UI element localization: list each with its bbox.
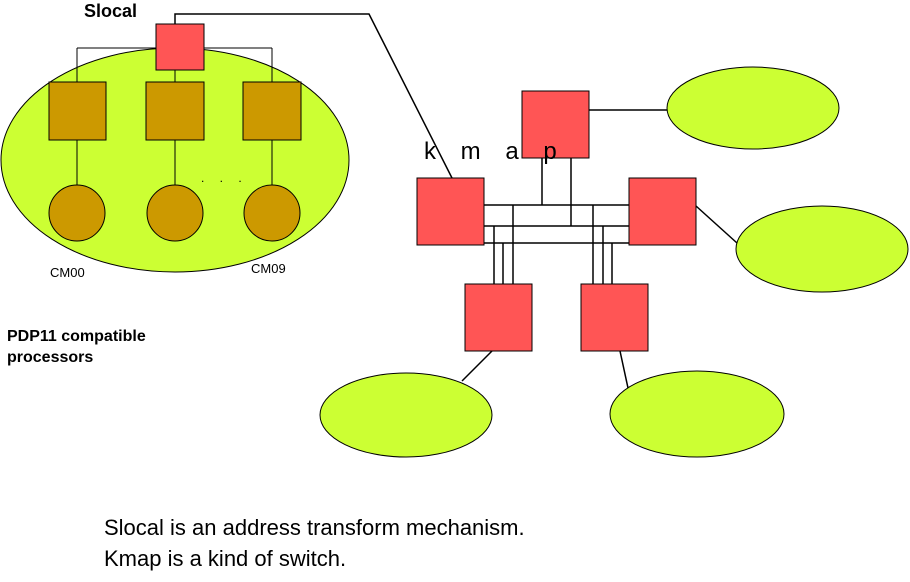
group-label-line1: PDP11 compatible	[7, 328, 146, 345]
processor-unit	[48, 81, 107, 141]
slocal-switch	[155, 23, 205, 71]
ellipsis-label: . . .	[201, 171, 248, 185]
kmap-switch-left	[416, 177, 485, 246]
processor-unit	[145, 81, 205, 141]
cluster-links	[461, 109, 738, 389]
memory-unit	[146, 184, 204, 242]
kmap-switch-bottom-left	[464, 283, 533, 352]
cluster-node-right	[735, 205, 909, 293]
memory-unit-cm09	[243, 184, 301, 242]
caption-line-2: Kmap is a kind of switch.	[104, 546, 347, 571]
group-label-line2: processors	[7, 349, 93, 366]
cluster-node-bottom-left	[319, 372, 493, 458]
kmap-switch-bottom-right	[580, 283, 649, 352]
slocal-kmap-link	[174, 13, 453, 179]
caption-line-1: Slocal is an address transform mechanism…	[104, 515, 525, 540]
kmap-fabric-lines	[484, 158, 629, 284]
cluster-node-top-right	[666, 66, 840, 150]
cluster-node-bottom-right	[609, 370, 785, 458]
kmap-switch-right	[628, 177, 697, 246]
caption: Slocal is an address transform mechanism…	[104, 512, 525, 574]
memory-unit-cm00	[48, 184, 106, 242]
kmap-switch-top	[521, 90, 590, 159]
kmap-label: k m a p	[424, 138, 566, 165]
cm09-label: CM09	[251, 261, 286, 276]
slocal-label: Slocal	[84, 1, 137, 21]
processor-unit	[242, 81, 302, 141]
cm00-label: CM00	[50, 265, 85, 280]
